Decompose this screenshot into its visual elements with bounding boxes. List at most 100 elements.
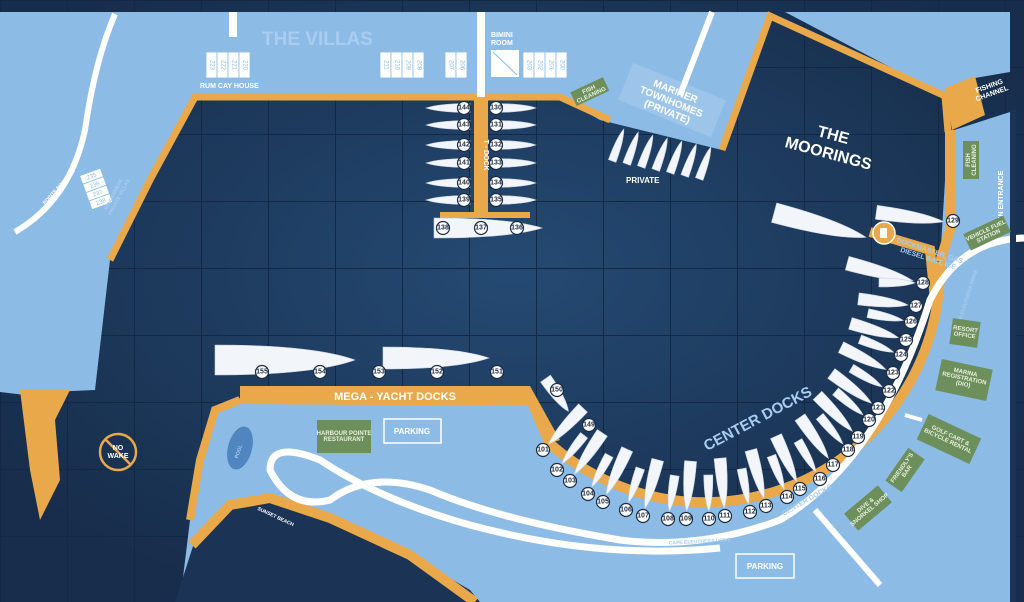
- slip-number[interactable]: 153: [371, 364, 387, 380]
- slip-label: 109: [680, 516, 692, 523]
- slip-label: 143: [458, 122, 470, 129]
- slip-number[interactable]: 115: [792, 481, 808, 497]
- slip-number[interactable]: 122: [881, 383, 897, 399]
- villa-unit: 210: [390, 51, 403, 79]
- slip-number[interactable]: 144: [456, 100, 472, 116]
- slip-number[interactable]: 132: [488, 137, 504, 153]
- slip-number[interactable]: 118: [840, 442, 856, 458]
- slip-number[interactable]: 107: [635, 508, 651, 524]
- slip-number[interactable]: 116: [812, 471, 828, 487]
- boat: [491, 195, 537, 205]
- svg-text:PARKING: PARKING: [394, 427, 430, 436]
- slip-number[interactable]: 117: [825, 457, 841, 473]
- slip-number[interactable]: 140: [456, 175, 472, 191]
- slip-number[interactable]: 104: [580, 486, 596, 502]
- pool: [227, 426, 253, 470]
- slip-number[interactable]: 110: [701, 511, 717, 527]
- slip-number[interactable]: 151: [489, 364, 505, 380]
- slip-label: 120: [863, 417, 875, 424]
- slip-label: 140: [458, 180, 470, 187]
- slip-number[interactable]: 128: [915, 275, 931, 291]
- slip-number[interactable]: 119: [850, 429, 866, 445]
- slip-number[interactable]: 137: [473, 220, 489, 236]
- boat: [736, 467, 750, 505]
- svg-text:235: 235: [86, 172, 98, 181]
- slip-number[interactable]: 139: [456, 192, 472, 208]
- slip-label: 101: [537, 447, 549, 454]
- boat: [844, 256, 914, 282]
- slip-number[interactable]: 141: [456, 155, 472, 171]
- boat: [713, 457, 728, 509]
- slip-number[interactable]: 149: [581, 417, 597, 433]
- slip-number[interactable]: 129: [945, 213, 961, 229]
- svg-text:201: 201: [548, 60, 554, 71]
- svg-text:202: 202: [537, 60, 543, 71]
- boat: [644, 458, 664, 510]
- channel-dock: [945, 76, 985, 130]
- boat: [667, 474, 680, 512]
- slip-number[interactable]: 103: [562, 473, 578, 489]
- slip-label: 144: [458, 105, 470, 112]
- slip-number[interactable]: 113: [758, 498, 774, 514]
- slip-label: 139: [458, 197, 470, 204]
- slip-number[interactable]: 126: [903, 314, 919, 330]
- center-dock-edge: [544, 261, 946, 508]
- slip-number[interactable]: 121: [870, 400, 886, 416]
- slip-number[interactable]: 109: [678, 511, 694, 527]
- slip-number[interactable]: 112: [742, 504, 758, 520]
- slip-number[interactable]: 154: [312, 364, 328, 380]
- slip-number[interactable]: 133: [488, 155, 504, 171]
- slip-number[interactable]: 125: [898, 332, 914, 348]
- slip-number[interactable]: 105: [595, 494, 611, 510]
- slip-number[interactable]: 136: [509, 220, 525, 236]
- svg-text:208: 208: [416, 60, 422, 71]
- slip-label: 131: [490, 122, 502, 129]
- slip-number[interactable]: 123: [885, 365, 901, 381]
- slip-number[interactable]: 102: [549, 462, 565, 478]
- slip-number[interactable]: 142: [456, 137, 472, 153]
- slip-number[interactable]: 127: [908, 298, 924, 314]
- slip-number[interactable]: 135: [488, 192, 504, 208]
- slip-number[interactable]: 131: [488, 117, 504, 133]
- slip-label: 105: [597, 499, 609, 506]
- slip-number[interactable]: 143: [456, 117, 472, 133]
- boat: [491, 103, 537, 113]
- svg-text:203: 203: [526, 60, 532, 71]
- boats-layer: [214, 103, 945, 512]
- t-dock-label: T - DOCK: [482, 139, 489, 170]
- marina-registration: MARINAREGISTRATION(DIO): [935, 358, 993, 402]
- slip-number[interactable]: 138: [435, 220, 451, 236]
- mega-yacht-docks-label: MEGA - YACHT DOCKS: [334, 391, 456, 403]
- slip-number[interactable]: 106: [618, 502, 634, 518]
- slip-number[interactable]: 120: [861, 412, 877, 428]
- villa-unit: 221: [227, 51, 240, 79]
- slip-number[interactable]: 108: [660, 511, 676, 527]
- villa-unit: 223: [205, 51, 218, 79]
- boat: [637, 134, 654, 169]
- slip-label: 151: [491, 369, 503, 376]
- svg-text:221: 221: [231, 60, 237, 71]
- villa-unit: 207: [444, 51, 457, 79]
- slip-label: 142: [458, 142, 470, 149]
- slip-number[interactable]: 114: [779, 489, 795, 505]
- slip-number[interactable]: 150: [549, 382, 565, 398]
- boat: [794, 413, 829, 460]
- slip-number[interactable]: 111: [717, 508, 733, 524]
- slip-label: 133: [490, 160, 502, 167]
- slip-number[interactable]: 130: [488, 100, 504, 116]
- boat: [837, 341, 887, 370]
- slip-number[interactable]: 124: [893, 347, 909, 363]
- slip-label: 137: [475, 225, 487, 232]
- slip-number[interactable]: 155: [254, 364, 270, 380]
- slip-number[interactable]: 101: [535, 442, 551, 458]
- slip-number[interactable]: 152: [429, 364, 445, 380]
- slip-number[interactable]: 134: [488, 175, 504, 191]
- boat: [561, 432, 589, 465]
- boat: [695, 146, 712, 181]
- svg-text:220: 220: [242, 60, 248, 71]
- svg-text:237: 237: [92, 189, 104, 198]
- slip-label: 126: [905, 319, 917, 326]
